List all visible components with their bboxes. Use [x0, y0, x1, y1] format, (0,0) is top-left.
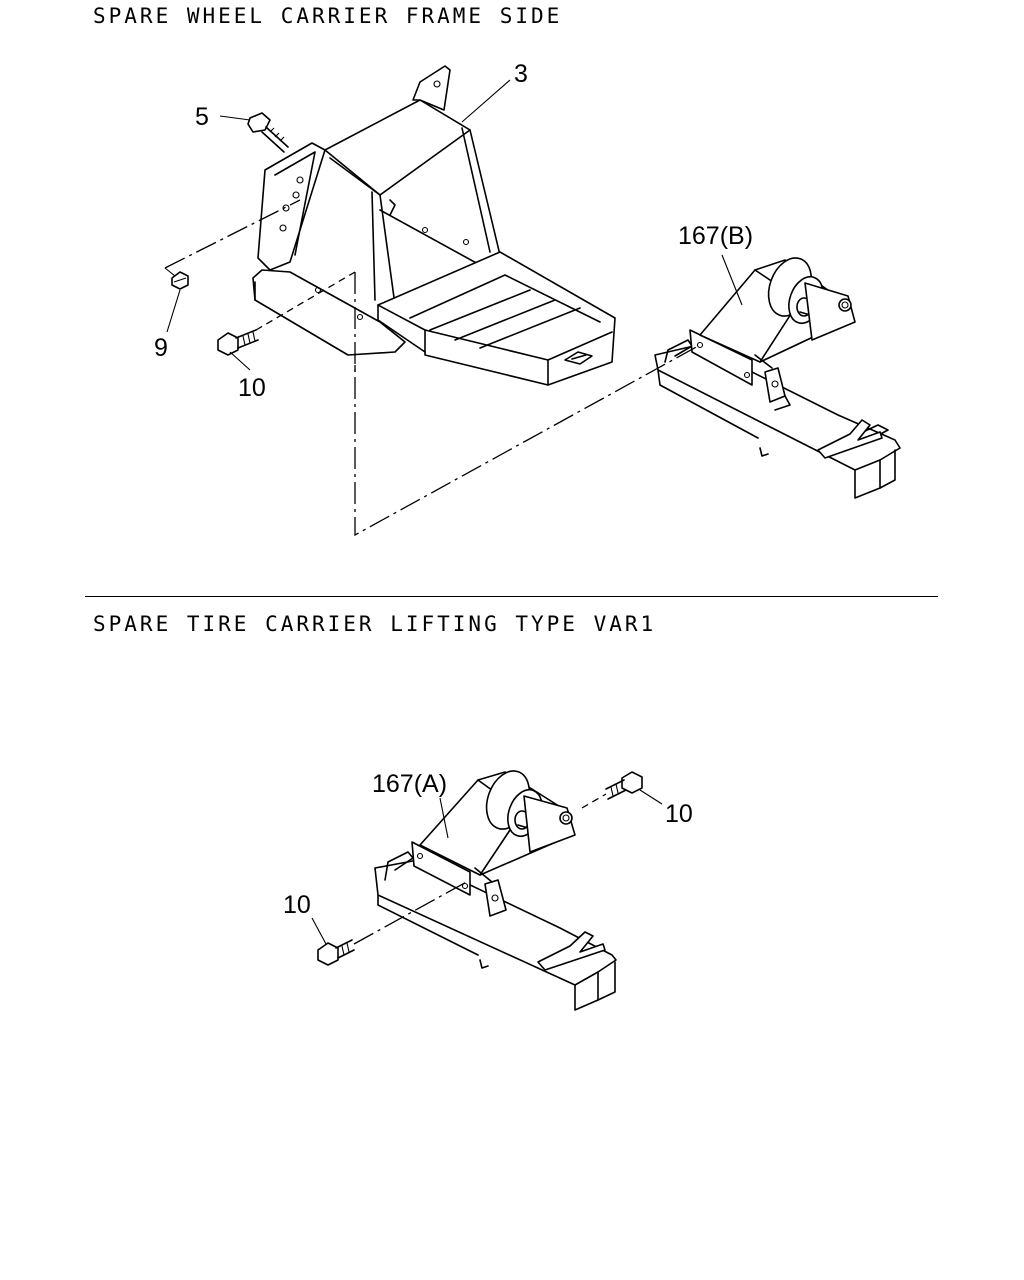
bolt-10-right — [605, 771, 643, 800]
bolt-5 — [247, 112, 289, 153]
callout-10-right: 10 — [665, 800, 693, 828]
section-divider — [85, 596, 938, 597]
callout-5: 5 — [195, 103, 209, 131]
callout-167b: 167(B) — [678, 222, 753, 250]
section-title-frame-side: SPARE WHEEL CARRIER FRAME SIDE — [93, 4, 563, 28]
bolt-10-top — [217, 329, 259, 356]
top-callout-leaders — [166, 79, 743, 371]
bottom-leader-lines — [353, 793, 607, 945]
carrier-frame-bracket — [252, 65, 616, 386]
winch-167b-assembly — [654, 257, 901, 499]
top-leader-lines — [164, 199, 701, 537]
callout-167a: 167(A) — [372, 770, 447, 798]
callout-10-top: 10 — [238, 374, 266, 402]
callout-10-left: 10 — [283, 891, 311, 919]
nut-9 — [171, 271, 189, 290]
bottom-callout-leaders — [311, 789, 663, 945]
bolt-10-left — [317, 939, 355, 966]
callout-3: 3 — [514, 60, 528, 88]
section-title-lifting-type: SPARE TIRE CARRIER LIFTING TYPE VAR1 — [93, 612, 657, 636]
callout-9: 9 — [154, 334, 168, 362]
winch-167a-assembly — [374, 770, 617, 1011]
